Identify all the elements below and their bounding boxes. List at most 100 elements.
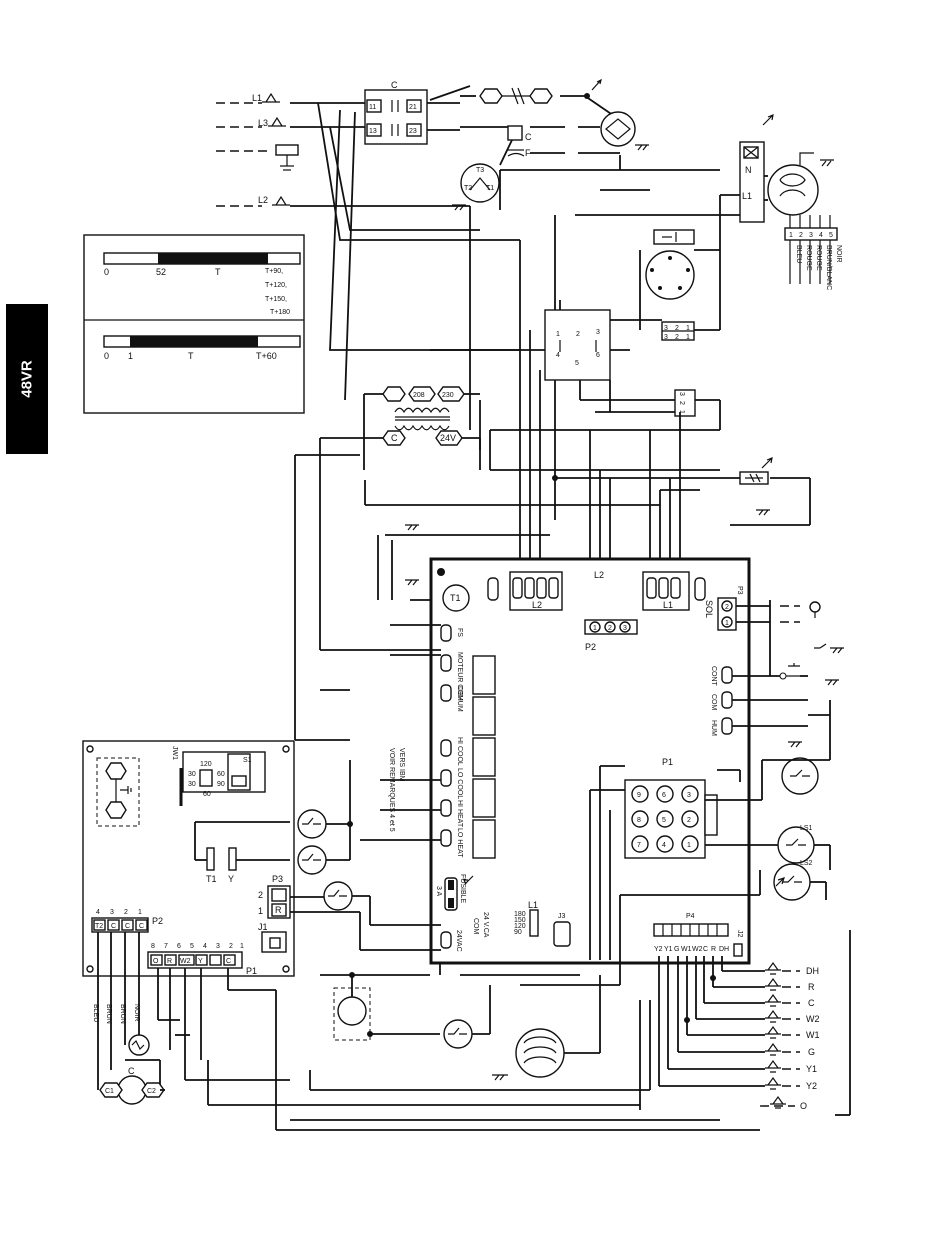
ls2-label: LS2 (800, 860, 813, 867)
svg-text:1: 1 (687, 842, 691, 849)
board-p4-label: P4 (686, 913, 695, 920)
svg-text:2: 2 (675, 325, 679, 332)
svg-text:3: 3 (216, 943, 220, 950)
contactor-terminal-13: 13 (369, 128, 377, 135)
board-j2-label: J2 (736, 930, 743, 938)
line-inputs: L1 L3 L2 (216, 92, 299, 207)
svg-text:1: 1 (686, 325, 690, 332)
board-t1-label: T1 (450, 593, 461, 603)
board-p2-connector: 1 2 3 P2 (584, 619, 638, 652)
timing-note-120: T+120, (265, 282, 287, 289)
timing-row1-52: 52 (156, 267, 166, 277)
svg-text:8: 8 (637, 817, 641, 824)
hp-p3-label: P3 (272, 874, 283, 884)
transformer-24v-label: 24V (440, 433, 456, 443)
svg-text:W2: W2 (692, 946, 703, 953)
board-com24-label: COM (472, 918, 479, 935)
svg-text:2: 2 (675, 334, 679, 341)
svg-text:2: 2 (258, 890, 263, 900)
transformer-c-label: C (391, 433, 398, 443)
blower-motor: N L1 1 2 3 4 5 BLEU ROUGE ROUGE BRUN/BLA… (739, 114, 842, 290)
hp-jw1-label: JW1 (171, 746, 178, 760)
bottom-components (320, 765, 651, 1110)
hp-p1-label: P1 (246, 966, 257, 976)
svg-text:120: 120 (514, 923, 526, 930)
relay-pin-6: 6 (596, 352, 600, 359)
transformer-230-label: 230 (442, 392, 454, 399)
hp-p2-label: P2 (152, 916, 163, 926)
thermostat-g-label: G (808, 1047, 815, 1057)
timing-row1-t: T (215, 267, 221, 277)
hp-y-label: Y (228, 874, 234, 884)
contactor: C 11 21 13 23 (364, 80, 428, 145)
contactor-terminal-21: 21 (409, 104, 417, 111)
section-tab: 48VR (6, 304, 48, 454)
motor-t1-label: T1 (486, 185, 494, 192)
board-fusible-label: FUSIBLE (459, 874, 466, 904)
middle-wiring (364, 195, 811, 620)
hp-wire-brun-1: BRUN (105, 1004, 112, 1024)
svg-text:7: 7 (164, 943, 168, 950)
capacitor-f-label: F (525, 148, 531, 158)
board-p1-label: P1 (662, 757, 673, 767)
timing-note-90: T+90, (265, 268, 283, 275)
p4-to-thermostat-wiring (658, 930, 851, 1116)
board-p3-label: P3 (736, 586, 743, 595)
wire-color-bleu: BLEU (795, 245, 802, 263)
svg-text:2: 2 (608, 625, 612, 632)
svg-text:8: 8 (151, 943, 155, 950)
board-cont-label: CONT (710, 666, 717, 687)
board-voir-label: VOIR REMARQUES 4 et 5 (388, 748, 395, 832)
l3-terminal-icon (268, 116, 286, 127)
timing-row2-one: 1 (128, 351, 133, 361)
board-24vca-label: 24 V.CA (482, 912, 489, 938)
l2-terminal-icon (272, 195, 290, 206)
board-hi-heat-label: HI HEAT (456, 800, 463, 828)
svg-text:90: 90 (217, 781, 225, 788)
svg-text:150: 150 (514, 917, 526, 924)
svg-text:2: 2 (687, 817, 691, 824)
timing-chart: 0 52 T T+90, T+120, T+150, T+180 0 1 T T… (83, 234, 305, 414)
board-hum-label: HUM (710, 720, 717, 736)
timing-note-180: T+180 (270, 309, 290, 316)
limit-switch-fuse (739, 457, 773, 516)
thermostat-o-label: O (800, 1101, 807, 1111)
control-board: T1 L2 L2 1 2 3 P2 L1 (388, 557, 751, 965)
svg-text:W1: W1 (681, 946, 692, 953)
svg-text:1: 1 (725, 620, 729, 627)
compressor-motor: T3 T2 T1 (452, 163, 500, 211)
capacitor-c-label: C (525, 132, 532, 142)
svg-text:3: 3 (664, 325, 668, 332)
l3-input-label: L3 (258, 118, 268, 128)
run-capacitor: C F (507, 125, 532, 158)
board-sol-label: SOL (704, 600, 714, 618)
svg-text:1: 1 (686, 334, 690, 341)
hp-s1-label: S1 (243, 757, 252, 764)
heat-pump-board: JW1 120 30 60 30 90 60 S1 T1 Y P3 2 1 R … (82, 740, 295, 977)
compressor-c-label: C (128, 1066, 135, 1076)
motor-t2-label: T2 (464, 185, 472, 192)
blower-n-label: N (745, 165, 752, 175)
thermostat-r-label: R (808, 982, 815, 992)
blower-l1-label: L1 (742, 191, 752, 201)
board-sol-connector: 2 1 SOL P3 (704, 586, 743, 631)
svg-text:3: 3 (678, 392, 685, 396)
svg-text:90: 90 (514, 929, 522, 936)
svg-text:C: C (139, 923, 144, 930)
svg-text:C: C (703, 946, 708, 953)
svg-text:W2: W2 (180, 958, 191, 965)
wire-color-rouge-1: ROUGE (805, 245, 812, 271)
svg-text:3: 3 (687, 792, 691, 799)
board-p4-connector: P4 Y2 Y1 G W1 W2 C R DH J2 (653, 913, 743, 957)
board-fuse-rating-label: 3 A (435, 886, 442, 896)
svg-text:R: R (711, 946, 716, 953)
svg-text:6: 6 (177, 943, 181, 950)
board-24vac-label: 24VAC (455, 930, 462, 952)
svg-text:1: 1 (258, 906, 263, 916)
power-transformer: 208 230 C 24V (294, 386, 481, 740)
timing-row1-zero: 0 (104, 267, 109, 277)
ls1-label: LS1 (800, 825, 813, 832)
outdoor-fan-motor (600, 111, 649, 151)
thermostat-y2-label: Y2 (806, 1081, 817, 1091)
svg-text:2: 2 (725, 604, 729, 611)
